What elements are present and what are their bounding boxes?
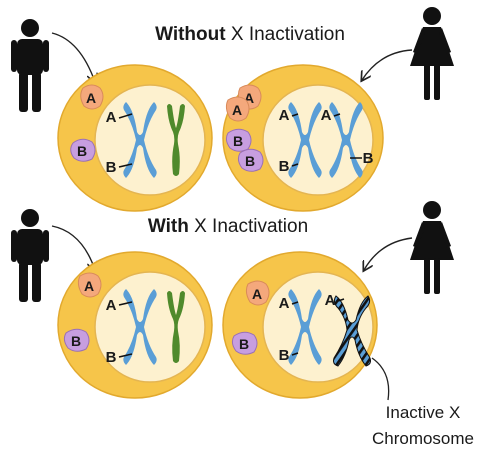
arrow (51, 225, 95, 270)
protein-a-label: A (84, 278, 94, 294)
nucleus (94, 84, 206, 196)
protein-a (225, 96, 250, 122)
heading-with-bold: With (148, 216, 189, 237)
cell-male-without: A B A B (11, 19, 213, 212)
protein-b-label: B (71, 333, 81, 349)
gene-label-a: A (106, 109, 117, 126)
protein-a-label: A (252, 286, 262, 302)
cell-male-with: A B A B (11, 209, 213, 399)
heading-without-x-inactivation: Without X Inactivation (155, 24, 345, 45)
cell-female-without: A A B B A A B B (222, 7, 454, 212)
annotation-inactive-x-line1: Inactive X (386, 403, 461, 422)
gene-label-b: B (279, 158, 290, 175)
female-figure-icon (410, 201, 454, 294)
gene-label-a: A (279, 107, 290, 124)
female-figure-icon (410, 7, 454, 100)
annotation-inactive-x-line2: Chromosome (372, 429, 474, 448)
protein-b-label: B (77, 143, 87, 159)
cell-female-with: A A B A B (222, 201, 454, 401)
protein-b (63, 328, 90, 352)
heading-without-bold: Without (155, 24, 226, 45)
nucleus (262, 84, 374, 196)
protein-b-label: B (245, 153, 255, 169)
protein-b (237, 148, 264, 172)
protein-a (245, 280, 270, 306)
gene-label-b: B (106, 159, 117, 176)
gene-label-a: A (279, 295, 290, 312)
annotation-pointer-line (371, 357, 390, 401)
heading-with-rest: X Inactivation (189, 216, 308, 237)
arrow (51, 32, 95, 82)
protein-a-label: A (232, 102, 242, 118)
protein-a-label: A (244, 90, 254, 106)
gene-label-a: A (325, 292, 336, 309)
nucleus (262, 271, 374, 383)
protein-b-label: B (239, 336, 249, 352)
protein-b (70, 138, 96, 162)
gene-label-b: B (106, 349, 117, 366)
gene-label-b: B (363, 150, 374, 167)
male-figure-icon (11, 19, 49, 112)
protein-a (80, 84, 104, 110)
protein-b-label: B (233, 133, 243, 149)
arrow (362, 49, 413, 80)
heading-with-x-inactivation: With X Inactivation (148, 216, 308, 237)
protein-a-label: A (86, 90, 96, 106)
heading-without-rest: X Inactivation (226, 24, 345, 45)
protein-a (77, 272, 102, 298)
protein-b (231, 331, 258, 355)
arrow (364, 237, 413, 270)
gene-label-a: A (321, 107, 332, 124)
gene-label-a: A (106, 297, 117, 314)
male-figure-icon (11, 209, 49, 302)
gene-label-b: B (279, 347, 290, 364)
